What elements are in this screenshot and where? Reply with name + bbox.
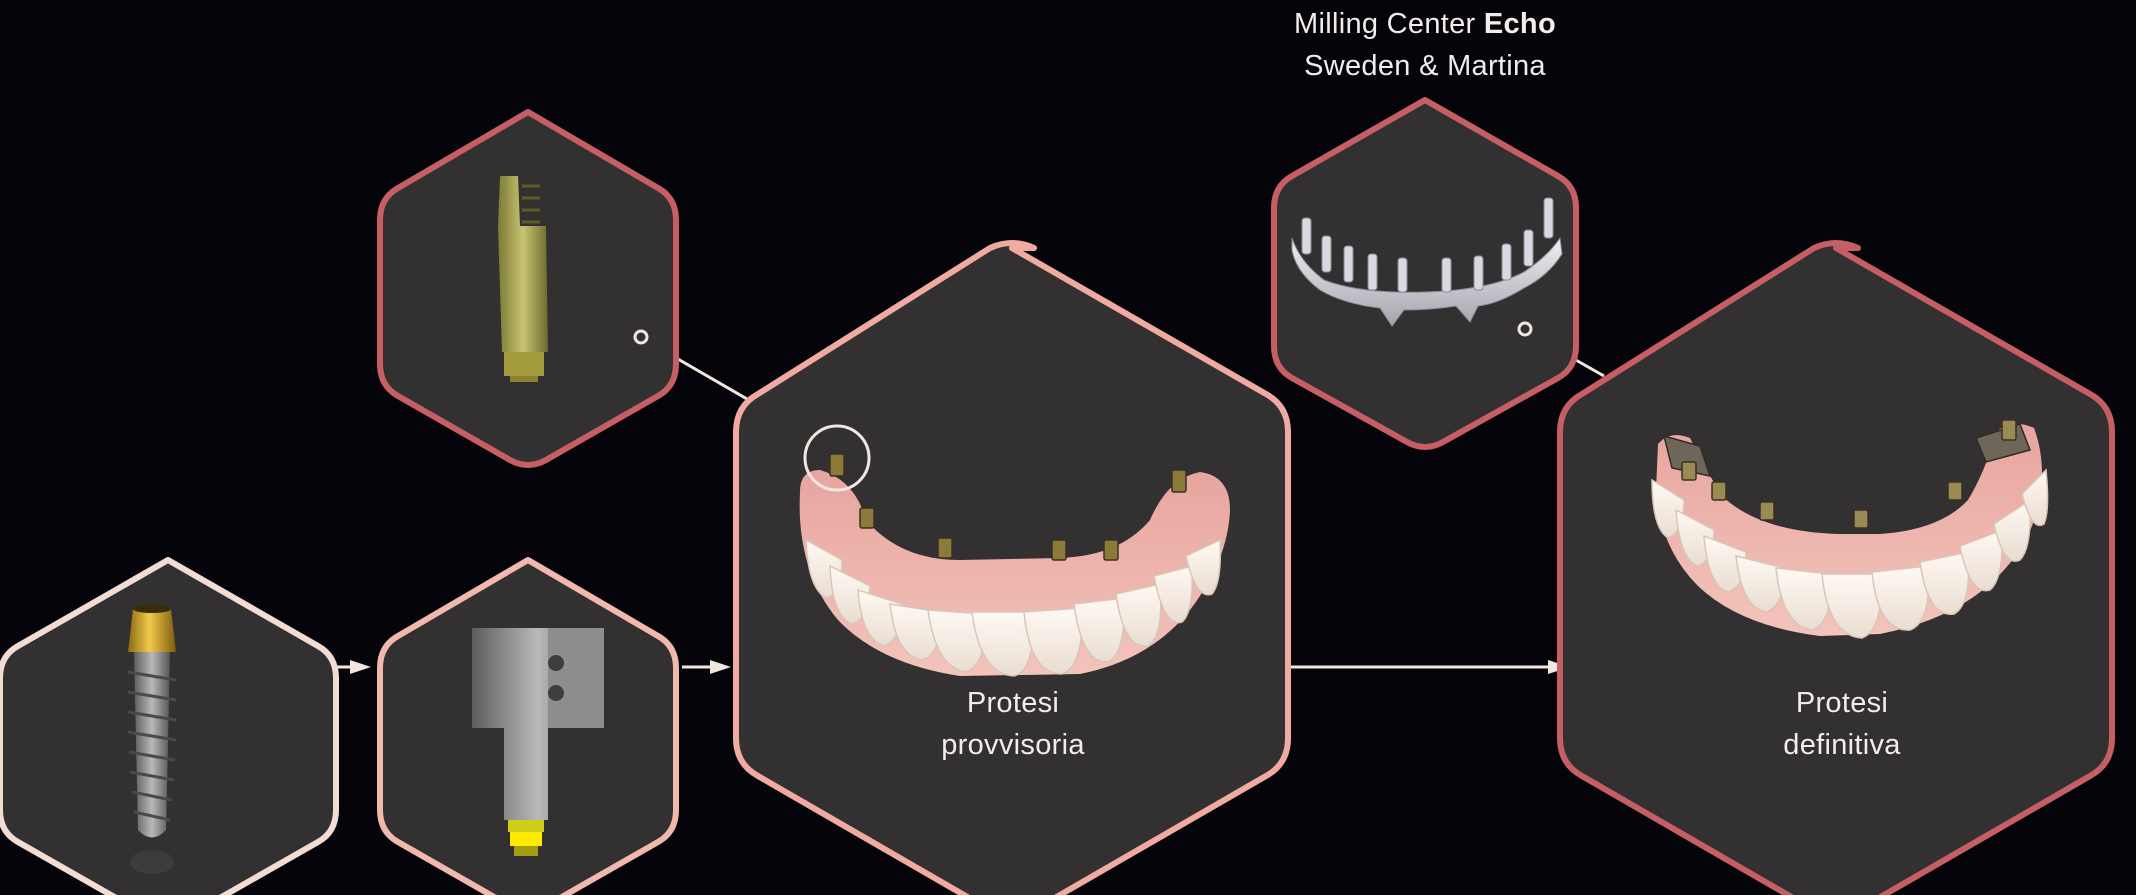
- milling-center-echo: Echo: [1484, 8, 1556, 40]
- milling-center-title: Milling Center Echo: [1225, 3, 1625, 45]
- definitive-label: Protesi definitiva: [1692, 682, 1992, 766]
- definitive-label-line2: definitiva: [1692, 724, 1992, 766]
- definitive-label-line1: Protesi: [1692, 682, 1992, 724]
- milling-center-label: Milling Center Echo Sweden & Martina: [1225, 3, 1625, 87]
- provisional-label-line1: Protesi: [863, 682, 1163, 724]
- provisional-label-line2: provvisoria: [863, 724, 1163, 766]
- arrow-head-1: [350, 660, 371, 674]
- milling-center-company: Sweden & Martina: [1225, 45, 1625, 87]
- arrow-head-2: [710, 660, 731, 674]
- milling-center-prefix: Milling Center: [1294, 8, 1484, 40]
- provisional-label: Protesi provvisoria: [863, 682, 1163, 766]
